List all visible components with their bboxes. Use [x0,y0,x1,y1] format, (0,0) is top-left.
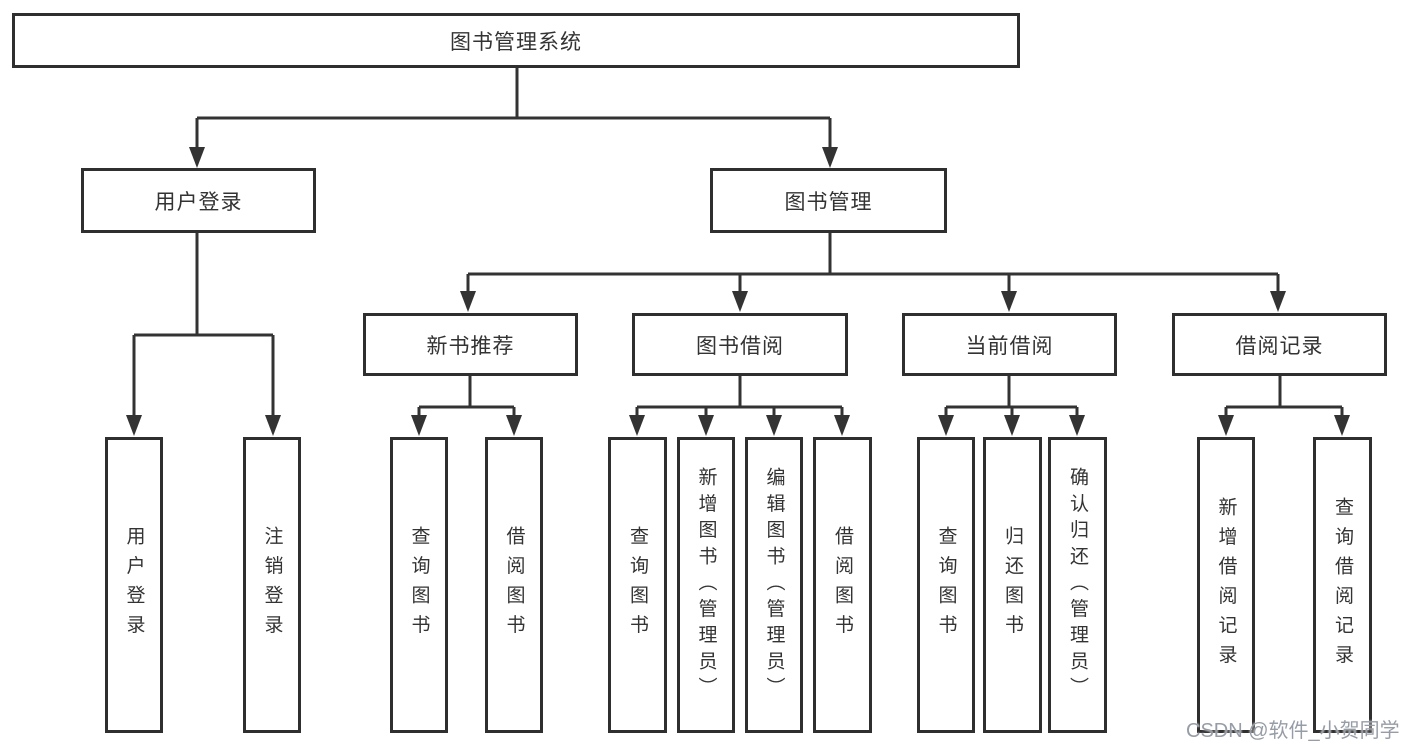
leaf-borrow-books-recommend: 借阅图书 [485,437,543,733]
node-book-borrow: 图书借阅 [632,313,848,376]
leaf-borrow-books-recommend-label: 借阅图书 [503,526,525,644]
leaf-confirm-return-admin-label: 确认归还（管理员） [1067,467,1088,703]
leaf-edit-book-admin: 编辑图书（管理员） [745,437,803,733]
node-new-book-recommend-label: 新书推荐 [426,334,515,358]
csdn-watermark: CSDN @软件_小贺同学 [1186,720,1400,742]
leaf-logout: 注销登录 [243,437,301,733]
leaf-add-book-admin-label: 新增图书（管理员） [695,467,717,703]
leaf-confirm-return-admin: 确认归还（管理员） [1048,437,1107,733]
node-borrow-records-label: 借阅记录 [1235,334,1324,358]
leaf-edit-book-admin-label: 编辑图书（管理员） [763,467,785,703]
leaf-query-books-recommend: 查询图书 [390,437,448,733]
leaf-user-login-label: 用户登录 [123,526,145,644]
node-new-book-recommend: 新书推荐 [363,313,578,376]
node-book-management: 图书管理 [710,168,947,233]
leaf-user-login: 用户登录 [105,437,163,733]
node-user-login: 用户登录 [81,168,316,233]
leaf-add-book-admin: 新增图书（管理员） [677,437,735,733]
leaf-return-book: 归还图书 [983,437,1042,733]
node-book-borrow-label: 图书借阅 [696,334,784,358]
node-book-management-label: 图书管理 [784,190,873,214]
leaf-query-books-current-label: 查询图书 [935,526,957,644]
leaf-query-borrow-record: 查询借阅记录 [1313,437,1372,733]
leaf-query-borrow-record-label: 查询借阅记录 [1332,496,1353,674]
node-current-borrow-label: 当前借阅 [965,334,1054,358]
leaf-query-books-borrow: 查询图书 [608,437,667,733]
node-root-label: 图书管理系统 [450,30,582,54]
leaf-query-books-current: 查询图书 [917,437,975,733]
node-user-login-label: 用户登录 [154,190,243,214]
leaf-add-borrow-record: 新增借阅记录 [1197,437,1255,733]
leaf-query-books-borrow-label: 查询图书 [627,526,648,644]
node-root: 图书管理系统 [12,13,1020,68]
node-current-borrow: 当前借阅 [902,313,1117,376]
leaf-borrow-books-borrow: 借阅图书 [813,437,872,733]
leaf-return-book-label: 归还图书 [1002,526,1023,644]
leaf-add-borrow-record-label: 新增借阅记录 [1215,496,1237,674]
leaf-borrow-books-borrow-label: 借阅图书 [832,526,853,644]
leaf-query-books-recommend-label: 查询图书 [408,526,430,644]
leaf-logout-label: 注销登录 [261,526,283,644]
node-borrow-records: 借阅记录 [1172,313,1387,376]
